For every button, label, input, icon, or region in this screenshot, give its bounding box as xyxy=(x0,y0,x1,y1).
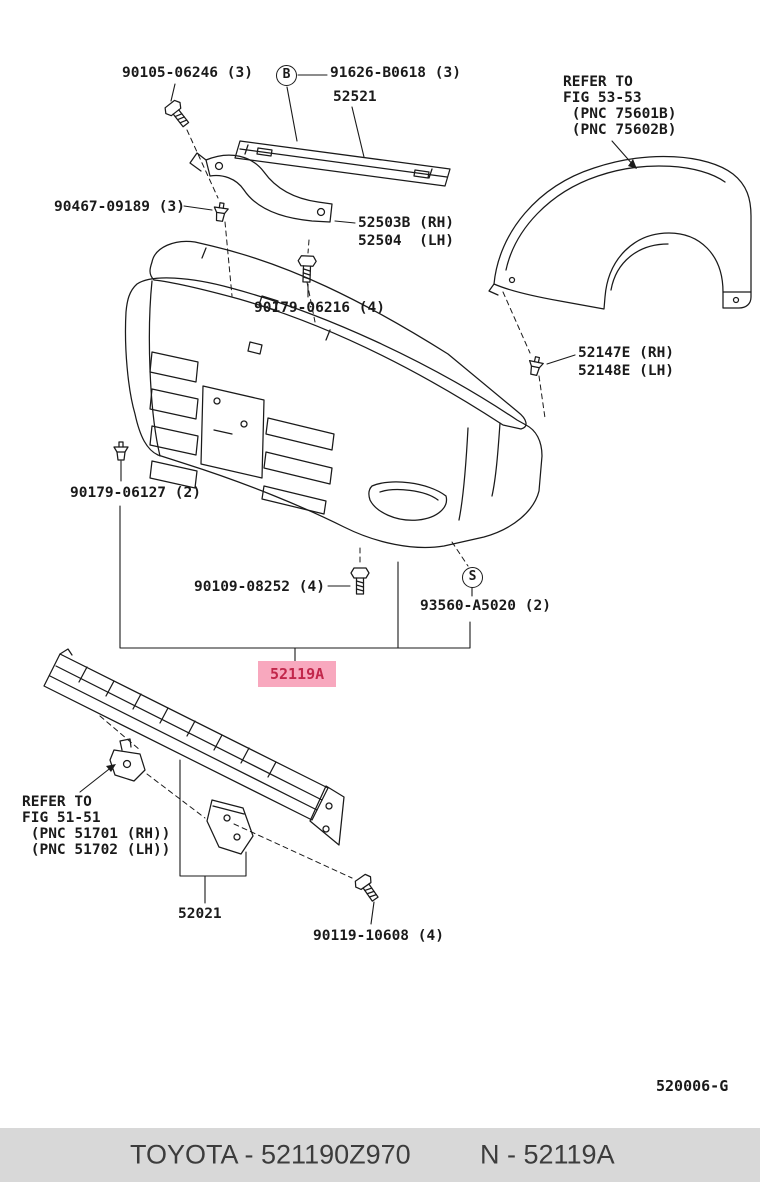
dashed-assembly-lines xyxy=(99,129,546,879)
callout-s-circle: S xyxy=(462,567,483,588)
clip-52147-icon xyxy=(526,355,545,377)
screw-90109-icon xyxy=(350,567,370,595)
refer-note-fig-51-51: REFER TO FIG 51-51 (PNC 51701 (RH)) (PNC… xyxy=(22,794,171,858)
drawing-code: 520006-G xyxy=(656,1077,729,1095)
bumper-upper-strip-drawing xyxy=(149,240,527,430)
label-52021: 52021 xyxy=(178,906,222,922)
refer-note-fig-53-53: REFER TO FIG 53-53 (PNC 75601B) (PNC 756… xyxy=(563,74,677,138)
label-90467-09189: 90467-09189 (3) xyxy=(54,199,185,215)
label-52503b-52504: 52503B (RH) 52504 (LH) xyxy=(358,215,455,249)
label-90179-06127: 90179-06127 (2) xyxy=(70,485,201,501)
reinforcement-52021-drawing xyxy=(43,648,345,846)
parts-diagram-canvas xyxy=(43,74,752,925)
fender-drawing xyxy=(488,155,752,310)
label-90179-06216: 90179-06216 (4) xyxy=(254,300,385,316)
footer-part-number: N - 52119A xyxy=(480,1139,615,1170)
label-90105-06246: 90105-06246 (3) xyxy=(122,65,253,81)
label-91626-b0618: 91626-B0618 (3) xyxy=(330,65,461,81)
footer-bar: TOYOTA - 521190Z970 N - 52119A xyxy=(0,1128,760,1182)
leader-lines xyxy=(79,74,635,925)
label-90119-10608: 90119-10608 (4) xyxy=(313,928,444,944)
bolt-90119-icon xyxy=(352,872,384,905)
label-52147e-52148e: 52147E (RH) 52148E (LH) xyxy=(578,345,675,379)
label-52521: 52521 xyxy=(333,89,377,105)
stay-bracket-drawing xyxy=(206,799,254,855)
callout-b-circle: B xyxy=(276,65,297,86)
part-52521-drawing xyxy=(234,140,451,187)
clip-90179-06127-icon xyxy=(113,441,129,461)
leader-arrowheads xyxy=(106,159,637,772)
label-90109-08252: 90109-08252 (4) xyxy=(194,579,325,595)
bumper-cover-drawing xyxy=(124,277,543,549)
footer-part-reference: TOYOTA - 521190Z970 xyxy=(130,1139,411,1170)
label-52119a-highlighted: 52119A xyxy=(258,661,337,687)
bracket-52503-drawing xyxy=(189,152,333,223)
label-93560-a5020: 93560-A5020 (2) xyxy=(420,598,551,614)
clip-90467-icon xyxy=(211,201,230,223)
bolt-90105-icon xyxy=(162,97,194,131)
bracket-51701-drawing xyxy=(109,738,146,782)
